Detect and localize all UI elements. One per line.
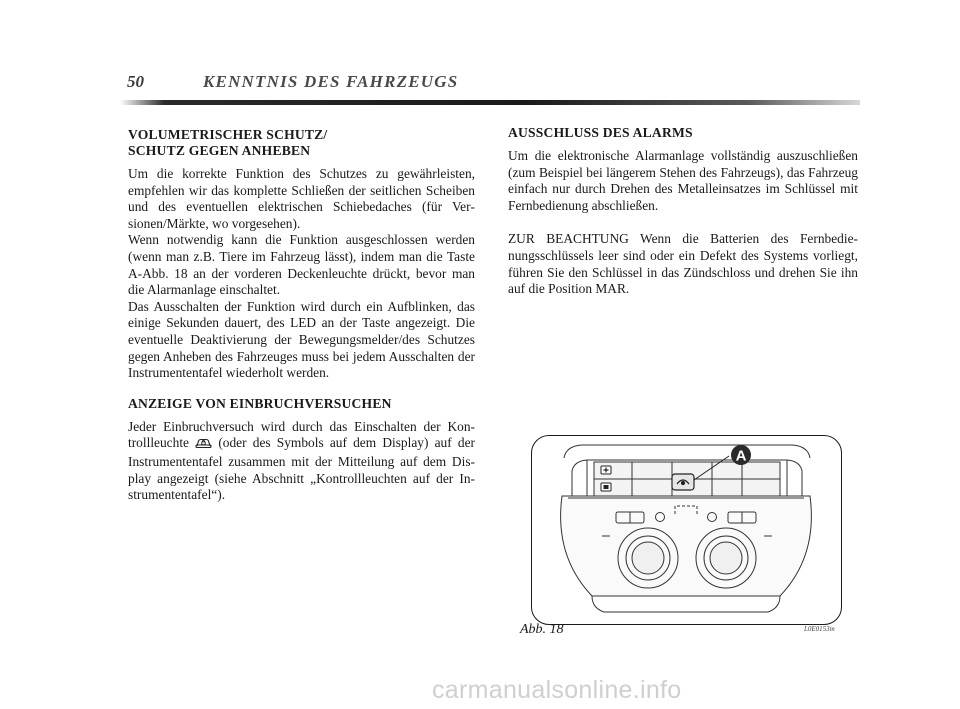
heading-volumetric-protection: VOLUMETRISCHER SCHUTZ/ SCHUTZ GEGEN ANHE… [128, 127, 328, 158]
paragraph: ZUR BEACHTUNG Wenn die Batterien des Fer… [508, 231, 858, 297]
heading-intrusion-display: ANZEIGE VON EINBRUCHVERSUCHEN [128, 395, 392, 411]
page-number: 50 [127, 72, 144, 91]
callout-a: A [731, 445, 751, 465]
header-rule [120, 100, 860, 105]
figure-code: L0E0153m [804, 625, 835, 633]
alarm-warning-light-icon [195, 436, 212, 454]
paragraph: Um die elektronische Alarmanlage vollstä… [508, 148, 858, 213]
paragraph: Um die korrekte Funktion des Schutzes zu… [128, 166, 475, 231]
ceiling-light-illustration: A [531, 435, 842, 625]
right-column: AUSSCHLUSS DES ALARMS Um die elektronisc… [508, 125, 858, 298]
section-title: KENNTNIS DES FAHRZEUGS [203, 72, 459, 91]
left-column: VOLUMETRISCHER SCHUTZ/ SCHUTZ GEGEN ANHE… [128, 127, 475, 504]
watermark: carmanualsonline.info [432, 676, 682, 704]
svg-text:A: A [736, 448, 747, 465]
page-header: 50 KENNTNIS DES FAHRZEUGS [127, 72, 458, 92]
paragraph: Jeder Einbruchversuch wird durch das Ein… [128, 418, 475, 503]
figure-caption: Abb. 18 [520, 622, 564, 637]
paragraph: Das Ausschalten der Funktion wird durch … [128, 298, 475, 381]
paragraph: Wenn notwendig kann die Funktion ausgesc… [128, 232, 475, 298]
control-buttons [600, 465, 612, 492]
button-a-volumetric [671, 455, 730, 491]
heading-alarm-exclusion: AUSSCHLUSS DES ALARMS [508, 125, 693, 140]
